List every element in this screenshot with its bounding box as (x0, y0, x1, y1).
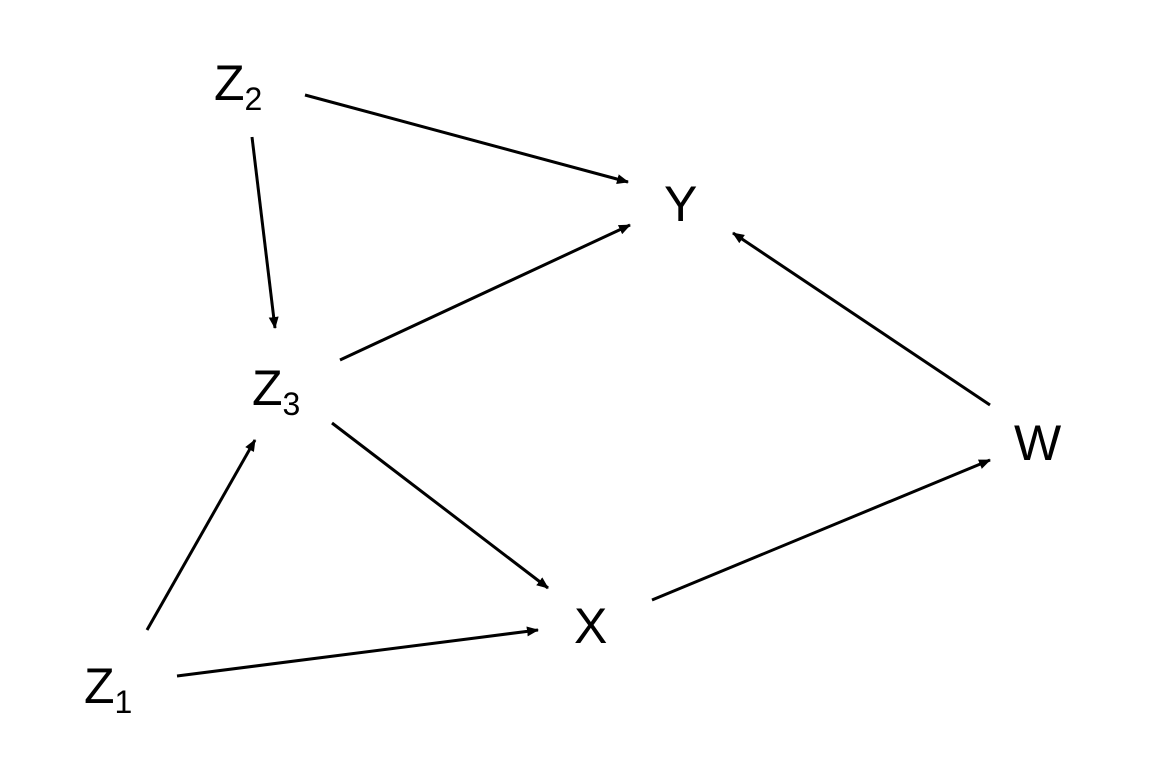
edge-w-to-y (732, 231, 991, 407)
edge-x-to-w (651, 458, 991, 602)
node-label: Z (214, 55, 245, 111)
edge-z3-to-x (331, 421, 549, 590)
node-z2: Z2 (214, 55, 262, 117)
node-z3: Z3 (252, 360, 300, 422)
node-label: Z (252, 360, 283, 416)
edge-z2-to-y (304, 93, 629, 184)
node-y: Y (664, 176, 697, 232)
edge-z1-to-x (176, 626, 539, 678)
node-label: Z (84, 658, 115, 714)
edge-z3-to-y (339, 223, 631, 362)
edge-z1-to-z3 (145, 439, 257, 631)
node-label: W (1014, 415, 1062, 471)
node-subscript: 3 (283, 386, 301, 422)
node-w: W (1014, 415, 1062, 471)
node-subscript: 1 (115, 684, 133, 720)
edge-z2-to-z3 (250, 136, 279, 329)
node-subscript: 2 (245, 81, 263, 117)
node-label: X (574, 598, 607, 654)
node-z1: Z1 (84, 658, 132, 720)
node-label: Y (664, 176, 697, 232)
node-x: X (574, 598, 607, 654)
